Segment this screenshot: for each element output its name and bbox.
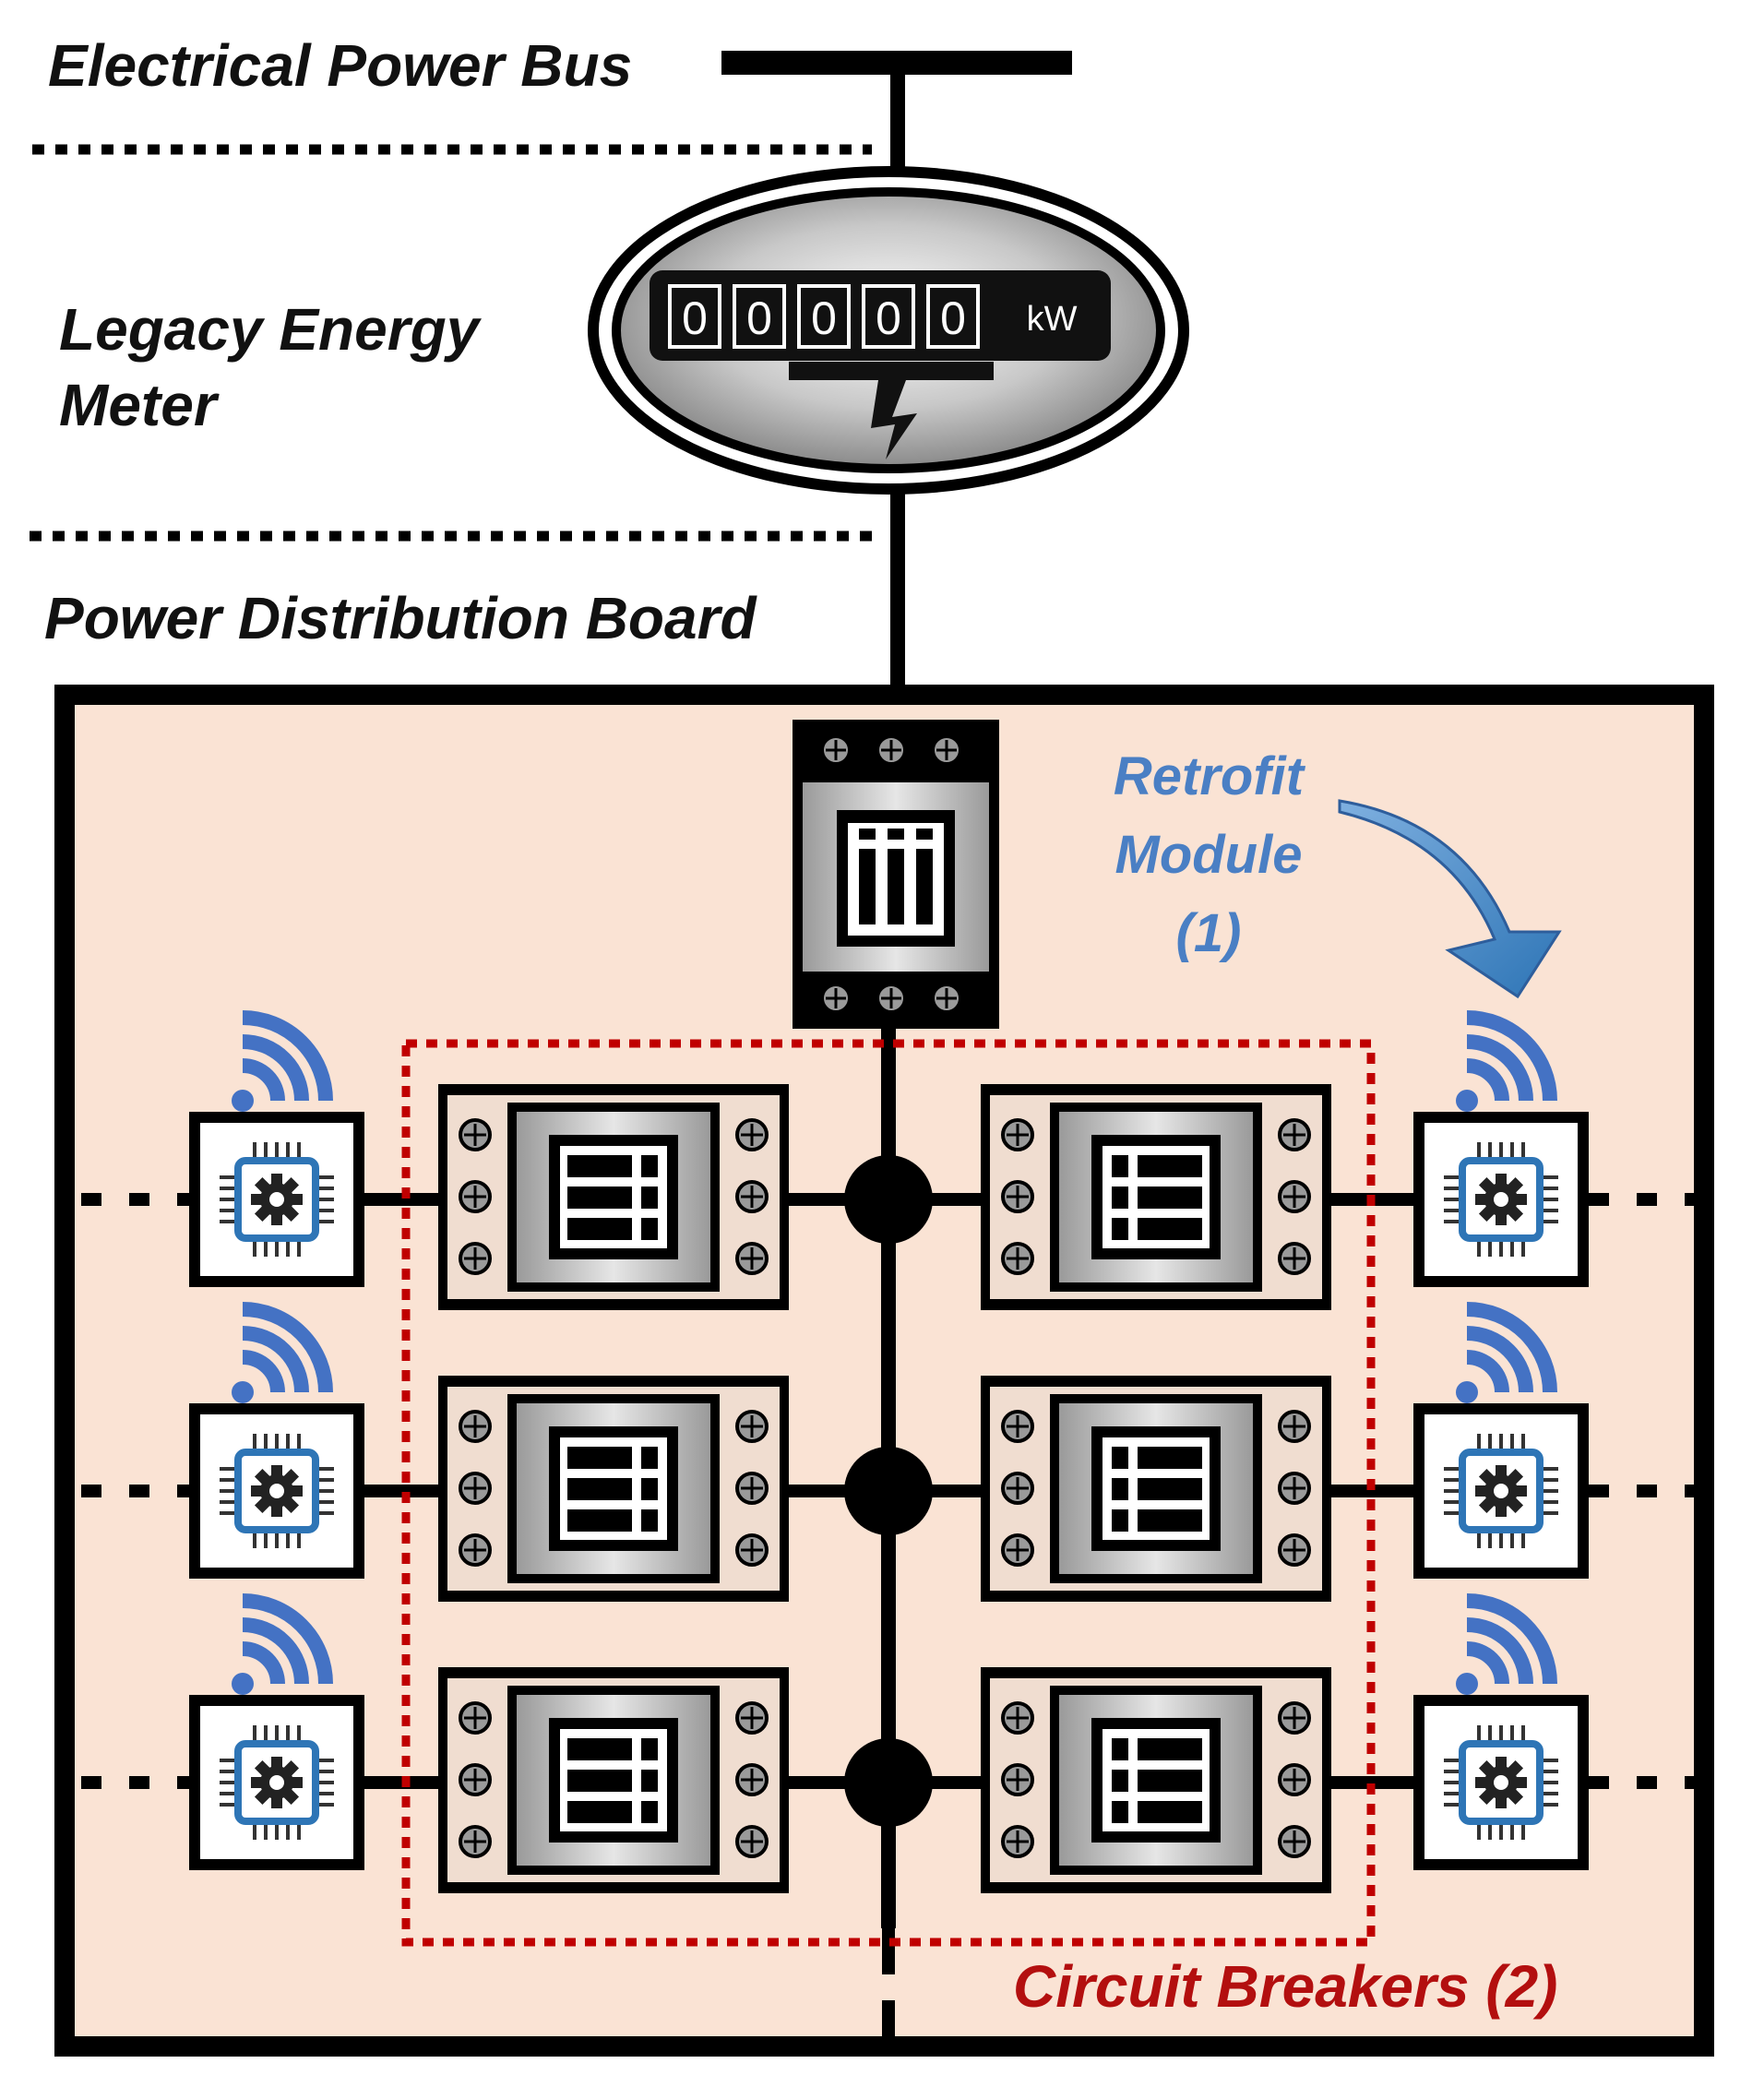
screw-icon — [455, 1176, 495, 1217]
circuit-breaker-icon — [981, 1376, 1331, 1602]
wifi-signal-icon — [232, 1302, 333, 1403]
meter-digit: 0 — [876, 292, 901, 344]
screw-icon — [455, 1821, 495, 1862]
screw-icon — [927, 979, 966, 1018]
screw-icon — [455, 1406, 495, 1447]
meter-label-line-2: Meter — [59, 372, 217, 438]
iot-sensor-chip-icon — [1413, 1112, 1589, 1287]
meter-digit-box — [926, 284, 980, 349]
circuit-breaker-icon — [438, 1376, 789, 1602]
iot-sensor-chip-icon — [1413, 1403, 1589, 1579]
retrofit-label-line-3: (1) — [1175, 903, 1242, 963]
screw-icon — [1274, 1176, 1315, 1217]
junction-node — [844, 1738, 933, 1827]
iot-sensor-chip-icon — [189, 1695, 364, 1870]
iot-sensor-chip-icon — [189, 1112, 364, 1287]
junction-node — [844, 1155, 933, 1244]
wifi-signal-icon — [1456, 1593, 1557, 1695]
meter-digit: 0 — [940, 292, 966, 344]
gear-icon — [1475, 1757, 1527, 1808]
screw-icon — [455, 1530, 495, 1570]
screw-icon — [1274, 1759, 1315, 1800]
screw-icon — [816, 979, 855, 1018]
retrofit-label-line-2: Module — [1114, 825, 1303, 885]
circuit-breaker-icon — [438, 1084, 789, 1310]
screw-icon — [732, 1759, 772, 1800]
screw-icon — [455, 1468, 495, 1509]
circuit-breaker-icon — [981, 1667, 1331, 1893]
screw-icon — [732, 1468, 772, 1509]
screw-icon — [816, 731, 855, 769]
screw-icon — [455, 1698, 495, 1738]
screw-icon — [997, 1821, 1038, 1862]
circuit-breaker-icon — [981, 1084, 1331, 1310]
junction-node — [844, 1447, 933, 1535]
screw-icon — [455, 1238, 495, 1279]
wifi-signal-icon — [1456, 1010, 1557, 1112]
screw-icon — [732, 1406, 772, 1447]
circuit-breakers-label: Circuit Breakers (2) — [1013, 1953, 1558, 2020]
screw-icon — [997, 1698, 1038, 1738]
screw-icon — [455, 1759, 495, 1800]
screw-icon — [927, 731, 966, 769]
screw-icon — [872, 979, 911, 1018]
circuit-breaker-icon — [438, 1667, 789, 1893]
screw-icon — [997, 1115, 1038, 1155]
screw-icon — [1274, 1821, 1315, 1862]
meter-digit-box — [797, 284, 851, 349]
wifi-signal-icon — [232, 1010, 333, 1112]
distribution-board-label: Power Distribution Board — [44, 585, 757, 651]
screw-icon — [732, 1530, 772, 1570]
power-bus-label: Electrical Power Bus — [48, 32, 633, 99]
screw-icon — [1274, 1406, 1315, 1447]
screw-icon — [1274, 1115, 1315, 1155]
screw-icon — [997, 1406, 1038, 1447]
screw-icon — [872, 731, 911, 769]
screw-icon — [732, 1176, 772, 1217]
meter-unit-label: kW — [1027, 300, 1078, 339]
screw-icon — [997, 1238, 1038, 1279]
screw-icon — [997, 1468, 1038, 1509]
circuit-breakers-outline — [401, 1039, 1376, 1947]
meter-digit: 0 — [746, 292, 772, 344]
gear-icon — [1475, 1174, 1527, 1225]
screw-icon — [732, 1238, 772, 1279]
wifi-signal-icon — [232, 1593, 333, 1695]
curved-arrow-icon — [1338, 799, 1562, 999]
screw-icon — [997, 1759, 1038, 1800]
meter-label-line-1: Legacy Energy — [59, 296, 480, 363]
screw-icon — [732, 1115, 772, 1155]
gear-icon — [251, 1174, 303, 1225]
gear-icon — [251, 1757, 303, 1808]
wifi-signal-icon — [1456, 1302, 1557, 1403]
screw-icon — [455, 1115, 495, 1155]
meter-digit-box — [668, 284, 721, 349]
gear-icon — [1475, 1465, 1527, 1517]
screw-icon — [732, 1698, 772, 1738]
screw-icon — [1274, 1698, 1315, 1738]
meter-digit: 0 — [682, 292, 708, 344]
screw-icon — [997, 1530, 1038, 1570]
iot-sensor-chip-icon — [189, 1403, 364, 1579]
gear-icon — [251, 1465, 303, 1517]
screw-icon — [997, 1176, 1038, 1217]
screw-icon — [732, 1821, 772, 1862]
meter-digit-box — [862, 284, 915, 349]
meter-digit-box — [733, 284, 786, 349]
meter-digit: 0 — [811, 292, 837, 344]
retrofit-label-line-1: Retrofit — [1113, 746, 1305, 806]
retrofit-module-icon — [793, 720, 999, 1029]
screw-icon — [1274, 1468, 1315, 1509]
iot-sensor-chip-icon — [1413, 1695, 1589, 1870]
screw-icon — [1274, 1530, 1315, 1570]
screw-icon — [1274, 1238, 1315, 1279]
